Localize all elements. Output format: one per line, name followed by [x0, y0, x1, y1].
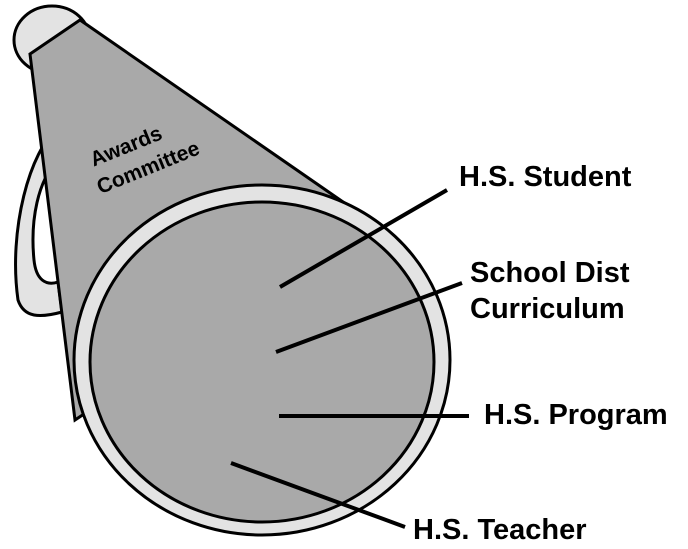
leader-teacher — [230, 461, 406, 529]
label-hs-teacher: H.S. Teacher — [413, 514, 587, 546]
leader-curriculum — [275, 281, 463, 354]
megaphone-bell-face — [88, 200, 436, 524]
leader-student — [278, 188, 449, 289]
label-hs-program: H.S. Program — [484, 399, 668, 431]
label-hs-student: H.S. Student — [459, 161, 632, 193]
label-school-dist: School Dist — [470, 257, 630, 289]
label-curriculum: Curriculum — [470, 293, 625, 325]
